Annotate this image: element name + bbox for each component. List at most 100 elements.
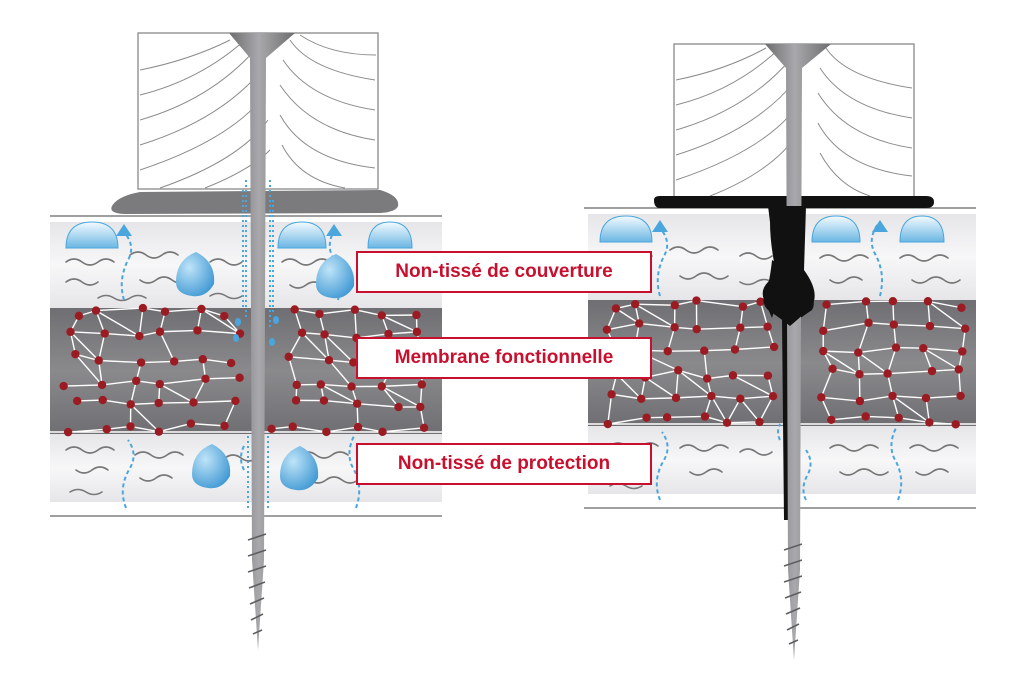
network-strand bbox=[931, 368, 959, 372]
network-node bbox=[828, 364, 837, 374]
network-strand bbox=[288, 332, 303, 358]
network-strand bbox=[95, 310, 140, 337]
network-strand bbox=[929, 325, 966, 330]
network-strand bbox=[927, 300, 962, 309]
network-node bbox=[602, 325, 612, 334]
network-node bbox=[352, 399, 362, 408]
network-strand bbox=[892, 395, 930, 424]
network-node bbox=[670, 323, 679, 332]
network-node bbox=[66, 327, 75, 337]
network-strand bbox=[159, 383, 194, 404]
network-node bbox=[864, 318, 873, 327]
network-node bbox=[384, 329, 393, 339]
network-strand bbox=[63, 384, 103, 387]
network-strand bbox=[354, 308, 382, 317]
network-strand bbox=[820, 368, 834, 398]
network-strand bbox=[739, 398, 761, 423]
network-node bbox=[350, 305, 360, 314]
network-strand bbox=[68, 428, 107, 433]
network-node bbox=[193, 326, 202, 335]
network-node bbox=[958, 347, 967, 356]
network-strand bbox=[704, 348, 735, 352]
network-strand bbox=[326, 426, 359, 433]
network-node bbox=[956, 391, 965, 401]
network-strand bbox=[644, 376, 677, 399]
network-strand bbox=[641, 397, 677, 400]
left-membrane-network bbox=[59, 303, 429, 437]
network-strand bbox=[927, 300, 966, 330]
network-strand bbox=[205, 377, 240, 380]
network-node bbox=[768, 392, 778, 401]
network-strand bbox=[192, 378, 207, 403]
network-strand bbox=[193, 400, 236, 404]
network-node bbox=[894, 413, 903, 423]
network-node bbox=[763, 371, 773, 380]
network-node bbox=[170, 357, 179, 366]
left-screw bbox=[229, 33, 295, 650]
network-node bbox=[91, 306, 101, 315]
network-node bbox=[126, 400, 135, 409]
network-strand bbox=[858, 346, 897, 354]
network-node bbox=[291, 396, 301, 405]
network-strand bbox=[102, 399, 131, 406]
network-node bbox=[155, 327, 165, 336]
network-strand bbox=[707, 374, 734, 380]
network-strand bbox=[98, 333, 106, 361]
network-strand bbox=[822, 350, 860, 375]
network-node bbox=[189, 398, 198, 407]
network-node bbox=[822, 300, 831, 309]
network-node bbox=[700, 412, 710, 421]
network-node bbox=[290, 305, 299, 314]
network-node bbox=[138, 303, 148, 313]
network-node bbox=[394, 402, 403, 412]
network-node bbox=[957, 303, 966, 312]
network-node bbox=[72, 396, 82, 406]
network-node bbox=[891, 343, 901, 352]
network-node bbox=[412, 310, 421, 320]
network-strand bbox=[615, 307, 640, 325]
network-strand bbox=[74, 353, 103, 386]
network-node bbox=[102, 425, 111, 434]
network-node bbox=[883, 369, 892, 378]
network-node bbox=[284, 352, 293, 361]
network-strand bbox=[70, 331, 105, 335]
network-node bbox=[756, 297, 765, 306]
network-node bbox=[819, 326, 828, 335]
network-node bbox=[98, 395, 107, 405]
network-strand bbox=[887, 370, 933, 375]
network-strand bbox=[328, 359, 353, 387]
network-node bbox=[855, 396, 865, 406]
network-strand bbox=[611, 393, 642, 400]
network-node bbox=[819, 346, 828, 356]
network-node bbox=[154, 398, 163, 408]
network-node bbox=[951, 420, 960, 429]
network-strand bbox=[130, 402, 159, 406]
network-node bbox=[322, 427, 331, 437]
network-strand bbox=[324, 333, 354, 363]
network-strand bbox=[832, 368, 860, 375]
network-node bbox=[316, 380, 326, 389]
network-strand bbox=[726, 398, 741, 424]
network-node bbox=[377, 311, 386, 320]
label-protection-fleece: Non-tissé de protection bbox=[356, 443, 652, 485]
network-node bbox=[201, 374, 210, 384]
network-node bbox=[315, 309, 324, 319]
network-strand bbox=[174, 358, 203, 363]
network-node bbox=[220, 311, 229, 321]
network-node bbox=[630, 300, 640, 309]
network-node bbox=[671, 393, 681, 403]
network-node bbox=[755, 417, 764, 427]
network-strand bbox=[826, 300, 867, 306]
network-node bbox=[186, 419, 196, 428]
network-strand bbox=[138, 307, 144, 337]
network-node bbox=[226, 358, 236, 368]
network-node bbox=[74, 311, 84, 321]
network-strand bbox=[130, 403, 160, 433]
network-node bbox=[921, 393, 931, 403]
network-strand bbox=[740, 395, 774, 400]
network-strand bbox=[141, 360, 175, 364]
network-strand bbox=[675, 370, 679, 398]
network-node bbox=[59, 381, 68, 391]
network-strand bbox=[667, 415, 705, 419]
